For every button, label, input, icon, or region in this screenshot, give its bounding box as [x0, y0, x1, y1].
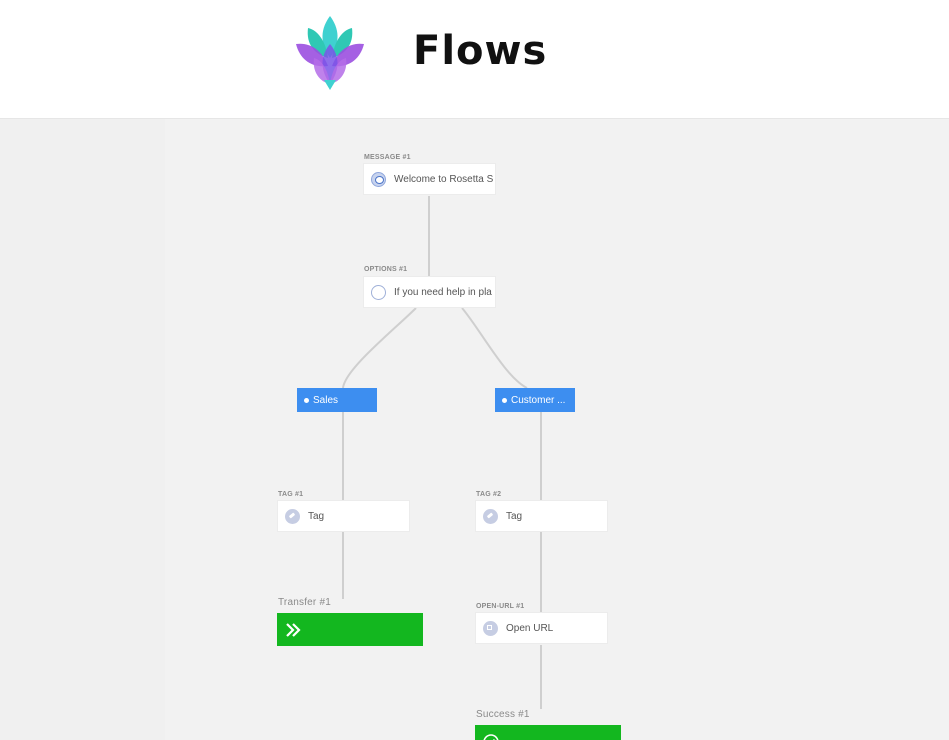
edge-options-to-sales: [342, 307, 417, 389]
message-node-text: Welcome to Rosetta S: [394, 173, 494, 185]
tag2-node-label: TAG #2: [476, 491, 502, 498]
lotus-logo-icon: [296, 16, 364, 90]
transfer-node[interactable]: [277, 613, 423, 646]
tag1-node-label: TAG #1: [278, 491, 304, 498]
option-customer-button[interactable]: Customer ...: [495, 388, 575, 412]
success-node[interactable]: [475, 725, 621, 740]
bullet-dot-icon: [304, 397, 309, 403]
message-node[interactable]: Welcome to Rosetta S: [363, 163, 496, 195]
option-customer-label: Customer ...: [511, 394, 566, 406]
transfer-node-label: Transfer #1: [278, 597, 331, 608]
options-node-label: OPTIONS #1: [364, 266, 408, 273]
open-url-icon: [483, 620, 498, 636]
header: Flows: [0, 0, 949, 119]
check-circle-icon: [483, 733, 499, 740]
options-ring-icon: [371, 284, 386, 300]
openurl-node-label: OPEN-URL #1: [476, 603, 525, 610]
chat-bubble-icon: [371, 171, 386, 187]
tag-icon: [285, 508, 300, 524]
flow-canvas[interactable]: MESSAGE #1 Welcome to Rosetta S OPTIONS …: [0, 119, 949, 740]
canvas-left-margin: [0, 119, 165, 740]
transfer-icon: [286, 622, 301, 637]
message-node-label: MESSAGE #1: [364, 154, 411, 161]
bullet-dot-icon: [502, 397, 507, 403]
tag1-node-text: Tag: [308, 510, 325, 522]
option-sales-label: Sales: [313, 394, 339, 406]
openurl-node[interactable]: Open URL: [475, 612, 608, 644]
tag2-node-text: Tag: [506, 510, 523, 522]
option-sales-button[interactable]: Sales: [297, 388, 377, 412]
tag1-node[interactable]: Tag: [277, 500, 410, 532]
options-node-text: If you need help in pla: [394, 286, 492, 298]
tag-icon: [483, 508, 498, 524]
flow-edges: [342, 196, 542, 709]
success-node-label: Success #1: [476, 709, 530, 720]
openurl-node-text: Open URL: [506, 622, 554, 634]
options-node[interactable]: If you need help in pla: [363, 276, 496, 308]
page-title: Flows: [413, 28, 548, 74]
edge-options-to-customer: [461, 307, 528, 389]
tag2-node[interactable]: Tag: [475, 500, 608, 532]
